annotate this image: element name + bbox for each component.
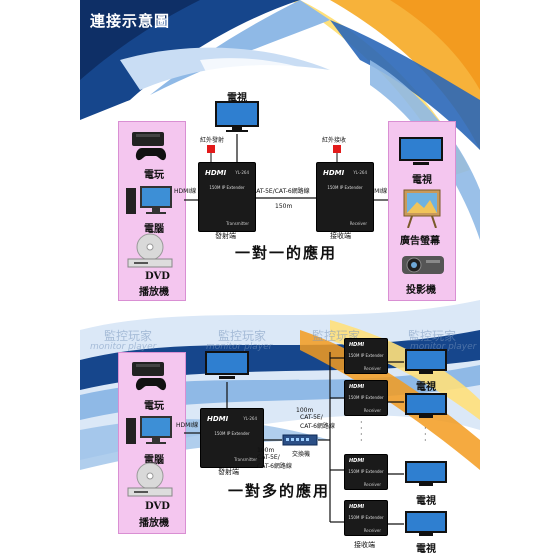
label-tv: 電視	[416, 496, 436, 507]
label-ad-screen: 廣告螢幕	[400, 236, 440, 247]
label-tv-right: 電視	[412, 175, 432, 186]
device-role: Receiver	[349, 221, 367, 226]
dvd-player-icon	[127, 462, 173, 497]
label-distance-top: 150m	[275, 203, 293, 210]
tv-icon	[205, 351, 249, 379]
device-name: 150M IP Extender	[348, 469, 384, 474]
transmitter-box: HDMI YL-264 150M IP Extender Transmitter	[200, 408, 264, 468]
label-receiver: 接收端	[354, 541, 375, 549]
watermark-text: 監控玩家	[218, 329, 267, 343]
label-tv: 電視	[416, 544, 436, 555]
label-hdmi-out-top: HDMI線	[365, 188, 388, 195]
watermark-text-en: monitor player	[410, 342, 477, 352]
tv-icon	[405, 393, 447, 418]
device-name: 150M IP Extender	[209, 185, 245, 190]
projector-icon	[402, 256, 444, 274]
device-name: 150M IP Extender	[348, 515, 384, 520]
device-role: Receiver	[363, 482, 381, 487]
label-receiver: 接收端	[330, 232, 351, 240]
device-role: Receiver	[363, 366, 381, 371]
watermark-text-en: monitor player	[90, 342, 157, 352]
label-cable-b-3: CAT-6網路線	[257, 463, 292, 470]
device-role: Transmitter	[226, 221, 249, 226]
transmitter-box: HDMI YL-264 150M IP Extender Transmitter	[198, 162, 256, 232]
hdmi-logo: HDMI	[207, 415, 229, 423]
label-dvd: DVD	[145, 501, 170, 512]
page-title: 連接示意圖	[90, 12, 171, 30]
label-cable-a-3: CAT-6網路線	[300, 423, 335, 430]
computer-icon	[126, 416, 172, 444]
hdmi-logo: HDMI	[205, 169, 227, 177]
network-switch-icon	[282, 434, 318, 446]
receiver-box: HDMI 150M IP Extender Receiver	[344, 500, 388, 536]
device-role: Receiver	[363, 408, 381, 413]
game-console-icon	[132, 362, 167, 391]
model-label: YL-264	[353, 170, 367, 175]
label-tv-top: 電視	[227, 93, 247, 104]
hdmi-logo: HDMI	[323, 169, 345, 177]
label-computer: 電腦	[144, 455, 164, 466]
device-name: 150M IP Extender	[348, 395, 384, 400]
label-projector: 投影機	[406, 285, 436, 296]
tv-icon	[405, 461, 447, 486]
receiver-box: HDMI 150M IP Extender Receiver	[344, 338, 388, 374]
label-player: 播放機	[139, 518, 169, 529]
label-cable-top: CAT-5E/CAT-6網路線	[252, 188, 310, 195]
computer-icon	[126, 186, 172, 214]
heading-one-to-many: 一對多的應用	[228, 482, 331, 500]
tv-icon	[399, 137, 443, 165]
label-cable-a-2: CAT-5E/	[300, 414, 323, 421]
model-label: YL-264	[235, 170, 249, 175]
device-name: 150M IP Extender	[214, 431, 250, 436]
hdmi-logo: HDMI	[349, 458, 365, 464]
tv-icon	[215, 101, 259, 132]
game-console-icon	[132, 132, 167, 161]
device-role: Transmitter	[234, 457, 257, 462]
ad-screen-icon	[403, 189, 441, 228]
model-label: YL-264	[243, 416, 257, 421]
label-dvd: DVD	[145, 271, 170, 282]
receiver-box: HDMI 150M IP Extender Receiver	[344, 454, 388, 490]
label-ir-receive: 紅外接收	[322, 137, 347, 144]
receiver-box: HDMI 150M IP Extender Receiver	[344, 380, 388, 416]
ellipsis-dots: ····	[360, 418, 363, 445]
device-role: Receiver	[363, 528, 381, 533]
watermark-text: 監控玩家	[104, 329, 153, 343]
watermark-text-en: monitor player	[206, 342, 273, 352]
label-hdmi-in-top: HDMI線	[174, 188, 197, 195]
hdmi-logo: HDMI	[349, 384, 365, 390]
hdmi-logo: HDMI	[349, 504, 365, 510]
label-computer: 電腦	[144, 224, 164, 235]
ellipsis-dots: ···	[424, 424, 427, 445]
device-name: 150M IP Extender	[327, 185, 363, 190]
tv-icon	[405, 349, 447, 374]
label-game-console: 電玩	[144, 401, 164, 412]
watermark-text: 監控玩家	[408, 329, 457, 343]
dvd-player-icon	[127, 233, 173, 268]
label-switch: 交換機	[292, 451, 311, 458]
label-cable-a-1: 100m	[296, 407, 314, 414]
label-cable-b-1: 100m	[257, 447, 275, 454]
label-cable-b-2: CAT-5E/	[257, 454, 280, 461]
label-player: 播放機	[139, 287, 169, 298]
label-game-console: 電玩	[144, 170, 164, 181]
heading-one-to-one: 一對一的應用	[235, 244, 338, 262]
hdmi-logo: HDMI	[349, 342, 365, 348]
device-name: 150M IP Extender	[348, 353, 384, 358]
receiver-box: HDMI YL-264 150M IP Extender Receiver	[316, 162, 374, 232]
tv-icon	[405, 511, 447, 536]
label-hdmi-in-bottom: HDMI線	[176, 422, 199, 429]
label-transmitter: 發射端	[218, 468, 239, 476]
label-ir-transmit: 紅外發射	[200, 137, 225, 144]
label-transmitter: 發射端	[215, 232, 236, 240]
label-tv: 電視	[416, 382, 436, 393]
